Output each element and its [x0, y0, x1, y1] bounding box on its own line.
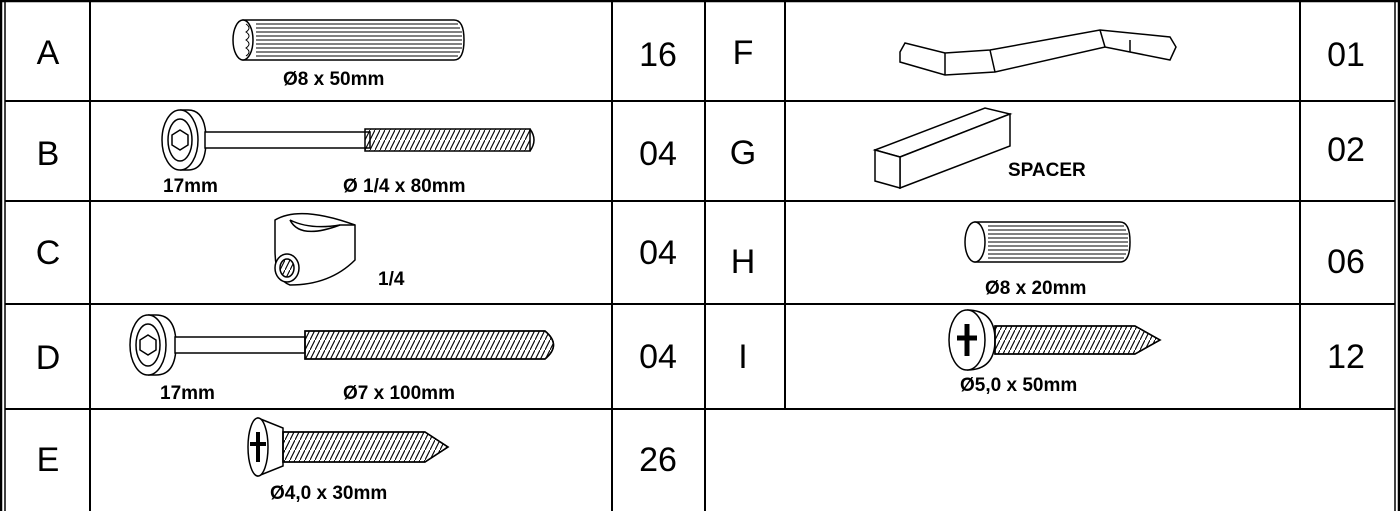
- part-qty-f: 01: [1327, 36, 1365, 74]
- allen-screw-icon: [129, 314, 555, 376]
- countersunk-screw-icon: [247, 417, 450, 477]
- part-qty-h: 06: [1327, 243, 1365, 281]
- pan-head-screw-icon: [948, 309, 1162, 371]
- part-size-e: Ø4,0 x 30mm: [270, 483, 388, 504]
- part-size-i: Ø5,0 x 50mm: [960, 375, 1078, 396]
- short-dowel-icon: [964, 221, 1131, 263]
- part-qty-g: 02: [1327, 131, 1365, 169]
- part-letter-i: I: [738, 338, 748, 376]
- part-qty-b: 04: [639, 135, 677, 173]
- allen-key-icon: [899, 29, 1177, 76]
- part-qty-e: 26: [639, 441, 677, 479]
- part-size-b: Ø 1/4 x 80mm: [343, 176, 466, 197]
- part-size-c: 1/4: [378, 269, 405, 290]
- part-letter-a: A: [36, 34, 60, 72]
- spacer-block-icon: [872, 107, 1013, 190]
- part-qty-c: 04: [639, 234, 677, 272]
- connector-bolt-icon: [161, 109, 535, 171]
- part-size-h: Ø8 x 20mm: [985, 278, 1087, 299]
- part-size-d-head: 17mm: [160, 383, 215, 404]
- part-size-b-head: 17mm: [163, 176, 218, 197]
- part-letter-d: D: [35, 339, 61, 377]
- part-qty-d: 04: [639, 338, 677, 376]
- part-size-g: SPACER: [1008, 160, 1086, 181]
- part-letter-b: B: [36, 135, 60, 173]
- part-letter-e: E: [36, 441, 60, 479]
- part-qty-a: 16: [639, 36, 677, 74]
- barrel-nut-icon: [274, 212, 356, 286]
- part-size-a: Ø8 x 50mm: [283, 69, 385, 90]
- part-qty-i: 12: [1327, 338, 1365, 376]
- part-letter-f: F: [732, 34, 754, 72]
- part-size-d: Ø7 x 100mm: [343, 383, 455, 404]
- part-letter-g: G: [729, 134, 757, 172]
- part-letter-c: C: [35, 234, 61, 272]
- wooden-dowel-icon: [232, 19, 465, 61]
- part-letter-h: H: [730, 243, 756, 281]
